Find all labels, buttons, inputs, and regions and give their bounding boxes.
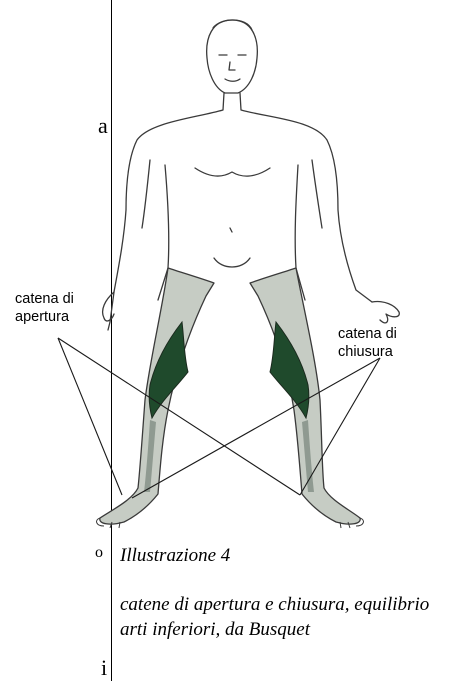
figure-right-hand bbox=[372, 302, 399, 323]
figure-head bbox=[207, 20, 258, 93]
figure-left-hand bbox=[103, 292, 114, 330]
figure-torso bbox=[110, 93, 372, 322]
label-closing-chain-line2: chiusura bbox=[338, 343, 397, 361]
figure-caption-text: catene di apertura e chiusura, equilibri… bbox=[120, 592, 460, 642]
label-closing-chain: catena di chiusura bbox=[338, 325, 397, 361]
cut-off-text-fragment: o bbox=[95, 545, 103, 561]
label-opening-chain: catena di apertura bbox=[15, 290, 74, 326]
figure-caption-title: Illustrazione 4 bbox=[120, 545, 230, 567]
cut-off-text-fragment: i bbox=[101, 657, 107, 679]
label-opening-chain-line1: catena di bbox=[15, 290, 74, 308]
label-closing-chain-line1: catena di bbox=[338, 325, 397, 343]
human-figure-illustration bbox=[0, 0, 466, 540]
label-pointer-lines bbox=[58, 338, 380, 498]
label-opening-chain-line2: apertura bbox=[15, 308, 74, 326]
